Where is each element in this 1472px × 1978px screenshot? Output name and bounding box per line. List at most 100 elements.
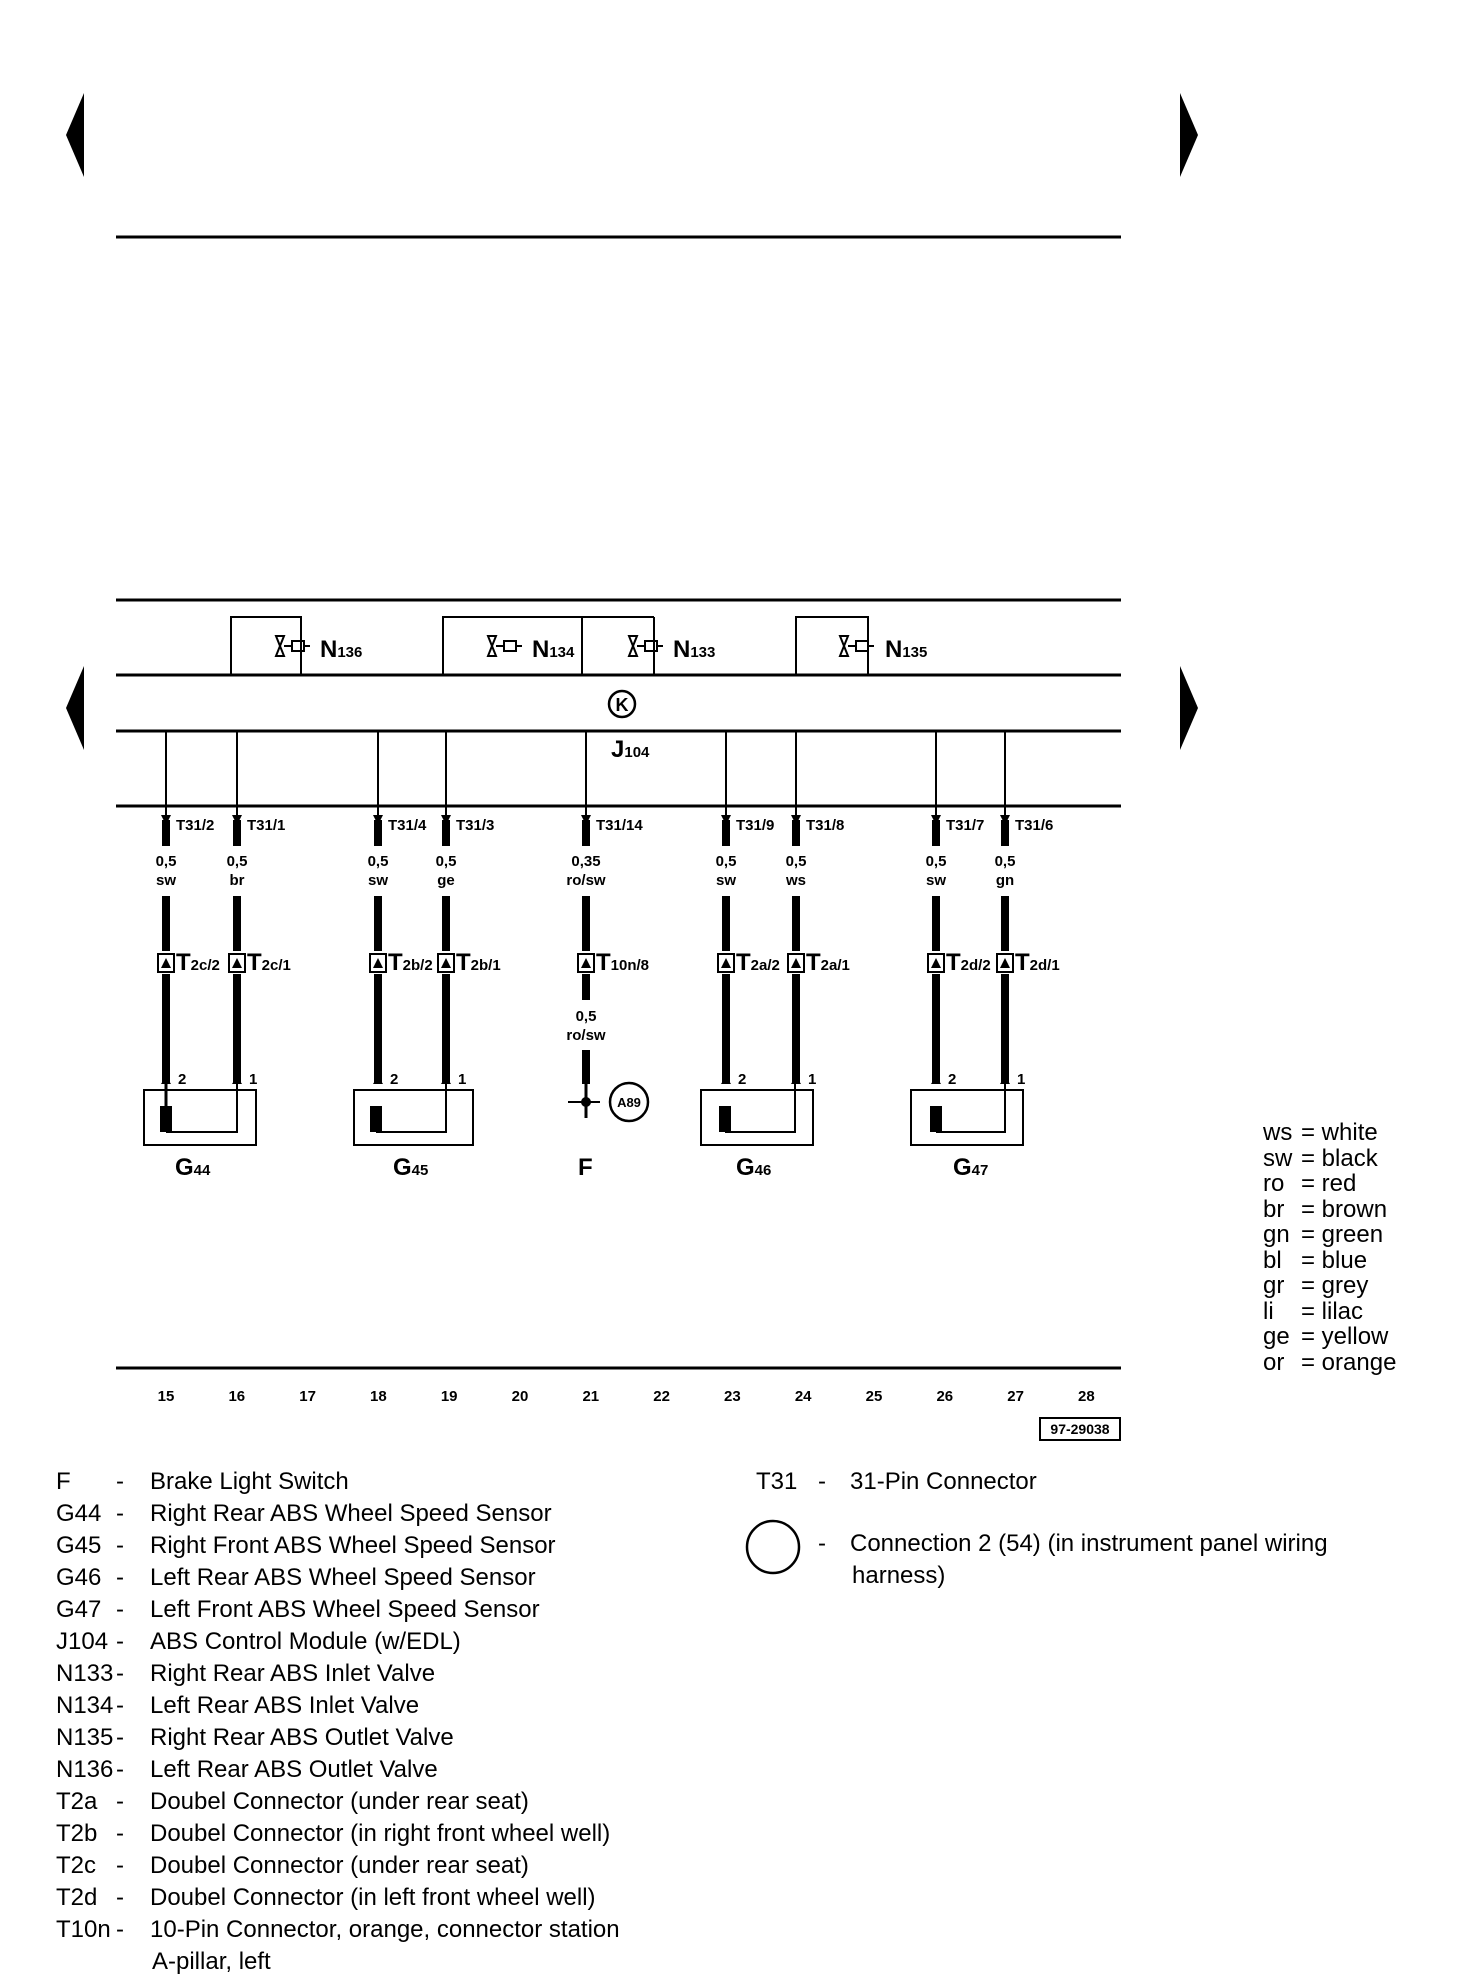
legend-dash: - [116, 1820, 124, 1847]
legend-desc: Right Rear ABS Outlet Valve [150, 1724, 454, 1751]
legend-row: N135-Right Rear ABS Outlet Valve [56, 1722, 620, 1754]
legend-dash: - [116, 1500, 124, 1527]
wires-layer: T31/20,5swT2c/22T31/10,5brT2c/11T31/40,5… [156, 731, 1060, 1088]
color-name: = orange [1301, 1348, 1397, 1376]
legend-code: T2a [56, 1788, 98, 1815]
color-abbr: or [1263, 1348, 1285, 1376]
track-number: 24 [795, 1388, 812, 1405]
prev-page-arrow-icon-2[interactable] [66, 666, 84, 750]
legend-dash: - [818, 1468, 826, 1495]
legend-dash: - [116, 1756, 124, 1783]
bus-lines [116, 598, 1121, 1370]
legend-desc: Right Front ABS Wheel Speed Sensor [150, 1532, 556, 1559]
track-number: 17 [299, 1388, 316, 1405]
sensor-g44 [143, 1084, 257, 1146]
track-number: 26 [936, 1388, 953, 1405]
wire-color: br [230, 872, 245, 889]
connector-label: T10n/8 [596, 949, 649, 976]
legend-row: F-Brake Light Switch [56, 1466, 620, 1498]
pin-label: T31/2 [176, 817, 214, 834]
color-name: = green [1301, 1221, 1384, 1248]
track-number: 19 [441, 1388, 458, 1405]
legend-dash: - [818, 1530, 826, 1557]
wire-gauge: 0,5 [436, 853, 457, 870]
prev-page-arrow-icon[interactable] [66, 93, 84, 177]
legend-code: T2c [56, 1852, 97, 1879]
legend-code: G44 [56, 1500, 102, 1527]
color-key-row: sw= black [1263, 1144, 1396, 1172]
legend-row: N133-Right Rear ABS Inlet Valve [56, 1658, 620, 1690]
color-name: = brown [1301, 1195, 1388, 1223]
wire-gauge: 0,5 [368, 853, 389, 870]
wire-gauge: 0,5 [716, 853, 737, 870]
pin-label: T31/1 [247, 817, 285, 834]
legend-row: N136-Left Rear ABS Outlet Valve [56, 1754, 620, 1786]
legend-a89-icon [745, 1519, 801, 1575]
color-name: = white [1301, 1119, 1378, 1146]
connector-label: T2a/1 [806, 949, 850, 976]
next-page-arrow-icon[interactable] [1180, 93, 1198, 177]
connector-label: T2a/2 [736, 949, 780, 976]
wire-gauge-2: 0,5 [576, 1008, 597, 1025]
color-name: = black [1301, 1144, 1378, 1172]
legend-desc: Left Front ABS Wheel Speed Sensor [150, 1596, 540, 1623]
legend-desc: Doubel Connector (under rear seat) [150, 1788, 529, 1815]
svg-text:A89: A89 [617, 1095, 641, 1110]
sensor-pin-label: 2 [178, 1071, 186, 1088]
color-key-row: or = orange [1263, 1348, 1397, 1376]
legend-dash: - [116, 1852, 124, 1879]
color-name: = lilac [1301, 1297, 1364, 1325]
wire-color: sw [156, 872, 176, 889]
connector-label: T2d/1 [1015, 949, 1060, 976]
color-key-row: ge = yellow [1263, 1324, 1396, 1350]
track-number: 27 [1007, 1388, 1024, 1405]
pin-arrow-icon [232, 1076, 242, 1084]
color-abbr: ge [1263, 1323, 1290, 1350]
sensor-pin-label: 1 [808, 1071, 816, 1088]
legend-code: T31 [756, 1468, 798, 1495]
legend-dash: - [116, 1628, 124, 1655]
legend-code: J104 [56, 1628, 109, 1655]
valve-label-n133: N133 [673, 636, 715, 663]
module-label-j104: J104 [611, 736, 650, 763]
legend-code: N136 [56, 1756, 114, 1783]
legend-code: G46 [56, 1564, 102, 1591]
ground-k-icon: K [607, 689, 637, 719]
sensor-label-g44: G44 [175, 1154, 211, 1181]
legend-row: J104-ABS Control Module (w/EDL) [56, 1626, 620, 1658]
pin-arrow-icon [931, 1076, 941, 1084]
color-abbr: gr [1263, 1272, 1285, 1299]
sensor-label-g46: G46 [736, 1154, 771, 1181]
diagram-id: 97-29038 [1050, 1421, 1109, 1437]
legend-row: T31-31-Pin Connector [756, 1466, 1328, 1498]
sensor-g47 [910, 1084, 1024, 1146]
track-number: 23 [724, 1388, 741, 1405]
legend-dash: - [116, 1468, 124, 1495]
wire-gauge: 0,5 [926, 853, 947, 870]
connector-label: T2c/2 [176, 949, 220, 976]
wire-color-2: ro/sw [566, 1027, 606, 1044]
wire-color: ge [437, 872, 455, 889]
legend-desc: Brake Light Switch [150, 1468, 349, 1495]
color-name: = grey [1301, 1272, 1369, 1299]
legend-right: T31-31-Pin ConnectorA89-Connection 2 (54… [756, 1466, 1328, 1592]
wire-color: ws [785, 872, 806, 889]
color-abbr: ro [1263, 1170, 1285, 1197]
legend-code: N135 [56, 1724, 114, 1751]
color-name: = blue [1301, 1246, 1368, 1274]
valve-block-n136 [230, 616, 310, 675]
track-number: 20 [512, 1388, 529, 1405]
color-name: = yellow [1301, 1323, 1389, 1350]
track-number: 16 [228, 1388, 245, 1405]
next-page-arrow-icon-2[interactable] [1180, 666, 1198, 750]
legend-desc: Doubel Connector (in left front wheel we… [150, 1884, 596, 1911]
legend-row: G45-Right Front ABS Wheel Speed Sensor [56, 1530, 620, 1562]
legend-desc-line2: A-pillar, left [152, 1948, 271, 1975]
legend-row: G47-Left Front ABS Wheel Speed Sensor [56, 1594, 620, 1626]
